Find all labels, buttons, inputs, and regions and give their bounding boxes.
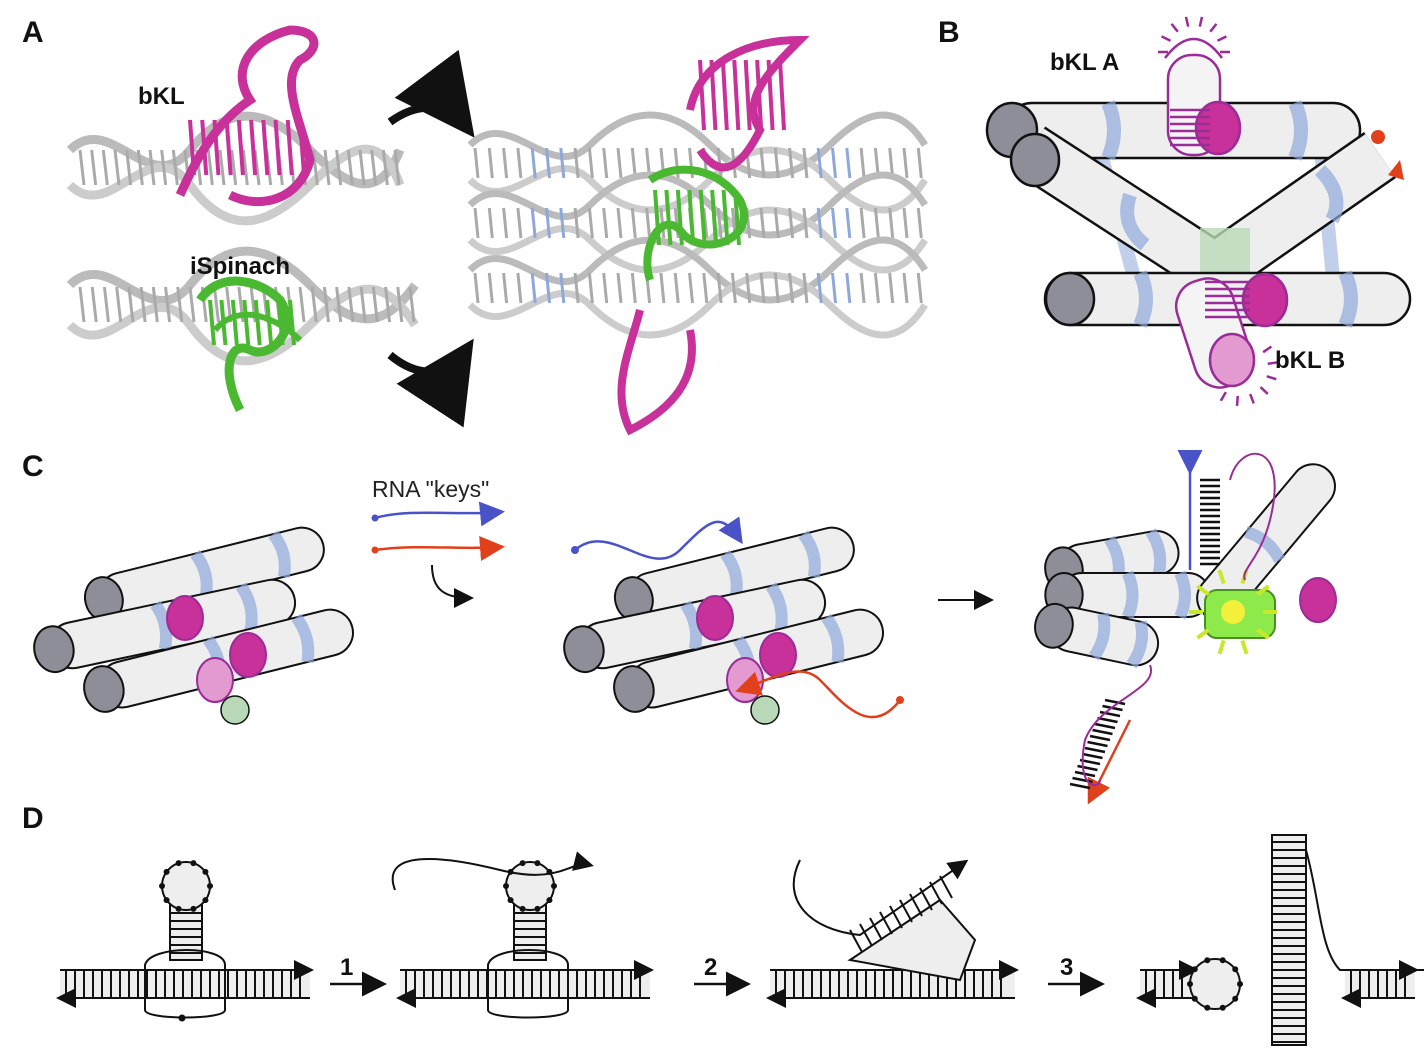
panel-a: bKL iSpinach — [66, 25, 928, 436]
c-closed-structure — [33, 526, 354, 725]
c-arrow-1 — [431, 564, 474, 608]
combine-arrow-bottom — [387, 338, 474, 428]
bkl-a-kissing-loop — [1158, 16, 1242, 157]
ispinach-helix-structure — [66, 246, 419, 413]
blue-key-strand — [374, 501, 505, 527]
rna-keys-label: RNA "keys" — [372, 476, 489, 502]
bkl-label: bKL — [138, 83, 185, 110]
panel-d: 1 2 3 — [56, 834, 1424, 1046]
ispinach-label: iSpinach — [190, 253, 290, 280]
d-step-1-label: 1 — [340, 954, 353, 981]
panel-label-d: D — [22, 802, 44, 835]
panel-label-b: B — [938, 16, 960, 49]
panel-b: bKL A bKL B — [985, 16, 1412, 406]
c-binding-structure — [563, 526, 884, 725]
blue-key-binding — [574, 516, 743, 560]
bkl-helix-structure — [66, 25, 405, 226]
c-open-structure — [1034, 450, 1337, 805]
combine-arrow-top — [387, 49, 475, 138]
red-key-strand — [374, 536, 505, 561]
bkl-b-label: bKL B — [1275, 347, 1345, 374]
bkl-b-kissing-loop — [1174, 272, 1289, 406]
bkl-a-label: bKL A — [1050, 49, 1119, 76]
panel-label-c: C — [22, 450, 44, 483]
panel-label-a: A — [22, 16, 44, 49]
assembled-structure — [467, 35, 928, 436]
panel-c: RNA "keys" — [33, 450, 1337, 805]
d-step-2-label: 2 — [704, 954, 717, 981]
red-key-binding — [735, 670, 901, 719]
cylinder-b-bent — [1009, 126, 1404, 298]
d-step-3-label: 3 — [1060, 954, 1073, 981]
